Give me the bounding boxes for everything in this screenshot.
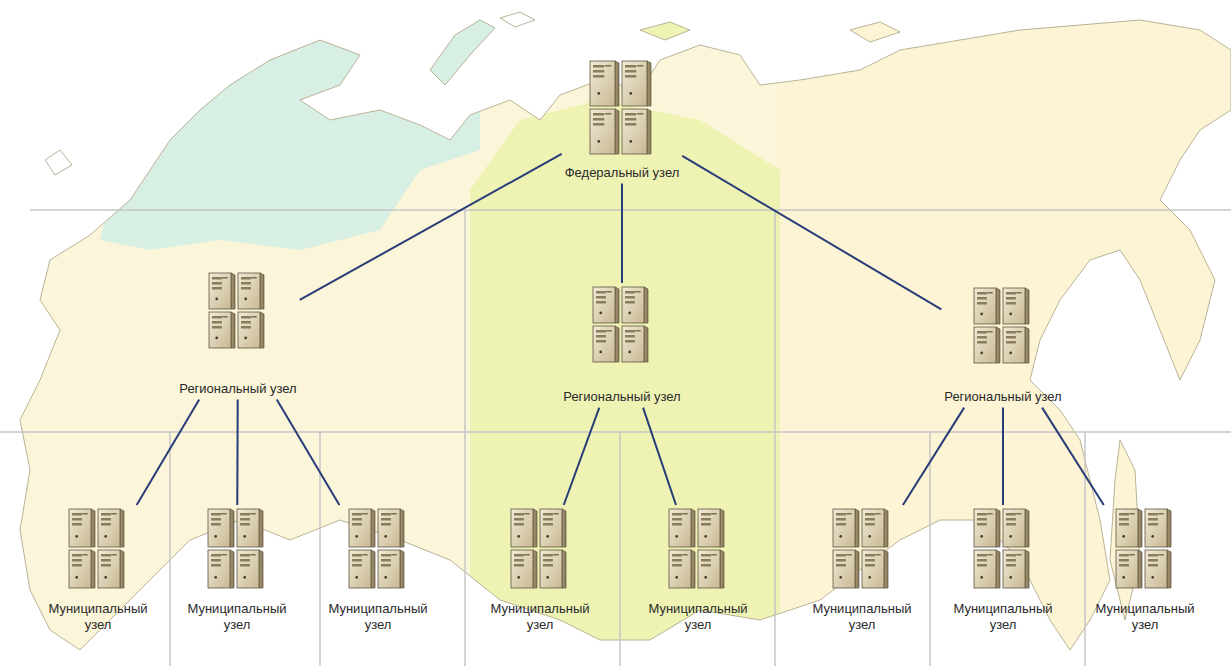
- server-icon: [832, 508, 892, 591]
- network-link: [300, 154, 562, 300]
- node-label: Региональный узел: [563, 389, 680, 405]
- network-link: [621, 184, 623, 283]
- server-node: Муниципальный узел: [478, 506, 602, 634]
- node-label: Муниципальный узел: [802, 601, 922, 632]
- node-label: Муниципальный узел: [480, 601, 600, 632]
- server-icon: [1115, 508, 1175, 591]
- server-node: Муниципальный узел: [941, 506, 1065, 634]
- node-label: Муниципальный узел: [638, 601, 758, 632]
- server-node: Муниципальный узел: [36, 506, 160, 634]
- network-link: [137, 400, 200, 505]
- server-icon: [207, 508, 267, 591]
- network-link: [1042, 408, 1104, 505]
- network-link: [903, 408, 964, 505]
- server-icon: [510, 508, 570, 591]
- node-label: Муниципальный узел: [177, 601, 297, 632]
- server-node: Региональный узел: [942, 285, 1063, 407]
- server-node: Муниципальный узел: [636, 506, 760, 634]
- server-node: Муниципальный узел: [316, 506, 440, 634]
- server-node: Региональный узел: [177, 270, 298, 399]
- node-label: Муниципальный узел: [943, 601, 1063, 632]
- server-node: Муниципальный узел: [800, 506, 924, 634]
- server-icon: [973, 508, 1033, 591]
- server-node: Муниципальный узел: [175, 506, 299, 634]
- server-icon: [592, 286, 652, 365]
- server-node: Муниципальный узел: [1083, 506, 1207, 634]
- server-icon: [348, 508, 408, 591]
- node-label: Региональный узел: [944, 389, 1061, 405]
- network-link: [564, 408, 600, 505]
- node-label: Федеральный узел: [565, 165, 680, 181]
- network-link: [643, 408, 676, 505]
- network-link: [277, 400, 340, 505]
- server-node: Федеральный узел: [563, 58, 682, 183]
- network-link: [682, 156, 941, 309]
- server-icon: [668, 508, 728, 591]
- node-label: Муниципальный узел: [38, 601, 158, 632]
- node-label: Региональный узел: [179, 381, 296, 397]
- map-grid: [0, 210, 1231, 666]
- server-icon: [208, 272, 268, 351]
- network-link: [1002, 408, 1004, 505]
- node-label: Муниципальный узел: [1085, 601, 1205, 632]
- server-icon: [973, 287, 1033, 366]
- server-icon: [589, 60, 655, 157]
- server-node: Региональный узел: [561, 284, 682, 407]
- network-link: [236, 400, 238, 505]
- server-icon: [68, 508, 128, 591]
- node-label: Муниципальный узел: [318, 601, 438, 632]
